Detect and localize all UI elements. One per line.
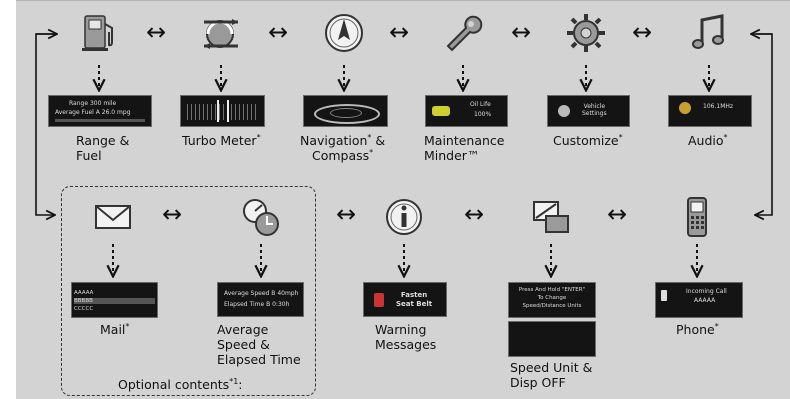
fasten-seat-belt-text: Fasten Seat Belt [396,291,433,308]
optional-contents-text: Optional contents [118,377,230,392]
audio-unit: MHz [720,103,734,110]
speed-unit-instruction: Press And Hold "ENTER" To Change Speed/D… [518,287,586,309]
mail-label: Mail* [100,322,129,337]
avg-fuel-label: Average Fuel A [55,109,100,116]
maintenance-minder-label: Maintenance Minder™ [424,133,505,163]
panel-top-edge [16,0,790,1]
envelope-icon [90,194,136,240]
audio-screen: 106.1MHz [668,95,752,127]
bidir-arrow-8: ↔ [464,200,485,228]
range-unit: mile [103,100,117,107]
mail-asterisk: * [125,321,130,331]
disp-off-screen [508,321,596,357]
gear-icon [563,10,609,56]
optional-contents-footnote: *1 [229,376,239,386]
elapsed-label: Elapsed Time B [224,301,271,308]
navigation-compass-label: Navigation* & Compass* [300,133,385,163]
avg-speed-unit: mph [284,290,299,297]
bidir-arrow-1: ↔ [146,18,167,46]
incoming-call-text: Incoming Call [686,288,727,295]
maintenance-screen: Oil Life 100% [425,95,508,127]
range-label: Range [69,100,89,107]
audio-asterisk: * [723,132,728,142]
bidir-arrow-7: ↔ [336,200,357,228]
bidir-arrow-5: ↔ [632,18,653,46]
mail-row-1: AAAAA [74,290,94,296]
optional-contents-colon: : [238,377,243,392]
warning-screen: Fasten Seat Belt [363,282,447,317]
phone-asterisk: * [714,321,719,331]
range-fuel-label: Range & Fuel [76,133,130,163]
navigation-asterisk: * [367,132,372,142]
oil-life-value: 100 [474,111,486,118]
speed-time-icon [238,194,284,240]
turbo-meter-label: Turbo Meter* [182,133,261,148]
bidir-arrow-6: ↔ [162,200,183,228]
music-note-icon [686,10,732,56]
fuel-pump-icon [76,10,122,56]
avg-fuel-unit: mpg [117,109,131,116]
phone-label: Phone* [676,322,719,337]
phone-text: Phone [676,322,715,337]
navigation-screen [303,95,388,127]
compass-text: & Compass [311,133,386,163]
elapsed-value: 0:30 [272,301,286,308]
oil-life-unit: % [485,111,492,118]
elapsed-unit: h [285,301,290,308]
phone-screen: Incoming Call AAAAA [655,282,743,318]
compass-icon [321,10,367,56]
turbo-meter-screen [180,95,265,127]
right-loop-line [756,33,773,215]
customize-label: Customize* [553,133,623,148]
optional-contents-box [61,186,316,396]
caller-name: AAAAA [694,297,716,304]
mail-row-2: BBBBB [74,298,155,304]
customize-screen: Vehicle Settings [547,95,630,127]
mail-row-3: CCCCC [74,306,94,312]
turbo-icon [198,10,244,56]
average-speed-label: Average Speed & Elapsed Time [217,322,301,367]
navigation-text: Navigation [300,133,368,148]
info-icon [381,194,427,240]
average-speed-screen: Average Speed B 40mph Elapsed Time B 0:3… [217,282,304,317]
bidir-arrow-3: ↔ [389,18,410,46]
phone-icon [674,194,720,240]
customize-text: Customize [553,133,619,148]
speed-unit-screen: Press And Hold "ENTER" To Change Speed/D… [508,282,596,318]
mail-screen: AAAAA BBBBB CCCCC [71,282,158,318]
screen-swap-icon [528,194,574,240]
audio-label: Audio* [688,133,728,148]
compass-asterisk: * [369,147,374,157]
bidir-arrow-9: ↔ [607,200,628,228]
wrench-icon [440,10,486,56]
range-fuel-screen: Range 300 mile Average Fuel A 26.0 mpg [48,95,152,127]
range-value: 300 [89,100,102,107]
vehicle-settings-text: Vehicle Settings [582,103,607,117]
bidir-arrow-2: ↔ [268,18,289,46]
bidir-arrow-4: ↔ [511,18,532,46]
audio-text: Audio [688,133,724,148]
avg-speed-value: 40 [277,290,285,297]
oil-life-text: Oil Life [470,101,491,108]
warning-messages-label: Warning Messages [375,322,437,352]
mail-text: Mail [100,322,126,337]
optional-contents-label: Optional contents*1: [118,377,243,392]
turbo-meter-text: Turbo Meter [182,133,257,148]
customize-asterisk: * [618,132,623,142]
audio-frequency: 106.1 [703,103,721,110]
turbo-meter-asterisk: * [256,132,261,142]
speed-unit-label: Speed Unit & Disp OFF [510,360,593,390]
avg-speed-label: Average Speed B [224,290,276,297]
avg-fuel-value: 26.0 [101,109,116,116]
